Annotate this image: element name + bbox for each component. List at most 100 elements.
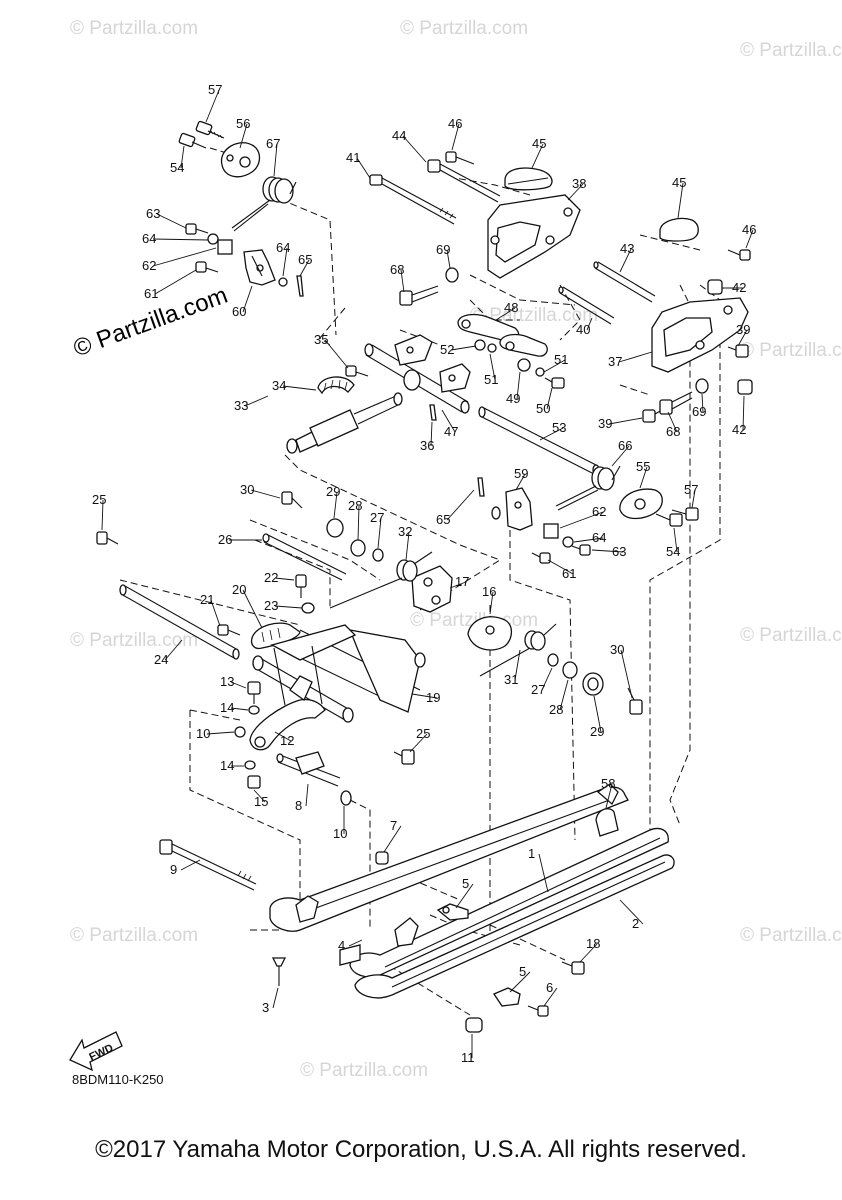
callout-leader-20 xyxy=(242,589,263,629)
callout-66: 66 xyxy=(618,438,632,453)
washer-64-d xyxy=(491,506,501,520)
callout-44: 44 xyxy=(392,128,406,143)
nut-42 xyxy=(707,279,723,295)
callout-leader-28 xyxy=(559,679,569,711)
callout-15: 15 xyxy=(254,794,268,809)
callout-9: 9 xyxy=(170,862,177,877)
callout-42: 42 xyxy=(732,280,746,295)
callout-leader-51 xyxy=(543,359,566,373)
callout-51: 51 xyxy=(554,352,568,367)
callout-31: 31 xyxy=(504,672,518,687)
callout-5: 5 xyxy=(519,964,526,979)
bushing-52 xyxy=(474,339,486,351)
callout-leader-33 xyxy=(244,395,269,407)
callout-2: 2 xyxy=(632,916,639,931)
callout-leader-15 xyxy=(253,789,266,803)
washer-14 xyxy=(248,705,260,715)
bolt-46-right xyxy=(727,249,751,261)
long-bolt-9 xyxy=(159,839,257,891)
spring-32 xyxy=(329,551,433,609)
bolt-21 xyxy=(217,624,241,636)
fwd-arrow-icon: FWD xyxy=(69,1031,123,1072)
callout-29: 29 xyxy=(590,724,604,739)
callout-29: 29 xyxy=(326,484,340,499)
callout-46: 46 xyxy=(742,222,756,237)
callout-28: 28 xyxy=(549,702,563,717)
callout-37: 37 xyxy=(608,354,622,369)
callout-64: 64 xyxy=(142,231,156,246)
callout-leader-61 xyxy=(154,269,197,295)
callout-43: 43 xyxy=(620,241,634,256)
callout-leader-16 xyxy=(489,591,494,615)
callout-leader-35 xyxy=(324,339,349,369)
callout-24: 24 xyxy=(154,652,168,667)
callout-59: 59 xyxy=(514,466,528,481)
callout-leader-25 xyxy=(101,499,104,531)
bolt-63 xyxy=(185,223,209,235)
callout-leader-37 xyxy=(618,351,653,363)
callout-leader-30 xyxy=(620,649,633,699)
rod-43 xyxy=(593,261,656,303)
callout-leader-53 xyxy=(539,427,564,441)
callout-8: 8 xyxy=(295,798,302,813)
nut-62 xyxy=(217,239,233,255)
callout-13: 13 xyxy=(220,674,234,689)
callout-25: 25 xyxy=(416,726,430,741)
callout-leader-12 xyxy=(274,731,292,742)
callout-leader-21 xyxy=(210,599,221,627)
bolt-61-b xyxy=(531,552,551,564)
watermark: © Partzilla.com xyxy=(740,40,842,61)
callout-63: 63 xyxy=(612,544,626,559)
bumper-34 xyxy=(317,376,355,395)
callout-leader-27 xyxy=(377,517,382,549)
collar-49 xyxy=(517,358,531,372)
callout-52: 52 xyxy=(440,342,454,357)
callout-45: 45 xyxy=(672,175,686,190)
callout-14: 14 xyxy=(220,700,234,715)
callout-25: 25 xyxy=(92,492,106,507)
bolt-39-b xyxy=(642,409,663,423)
axle-8 xyxy=(276,751,341,787)
callout-67: 67 xyxy=(266,136,280,151)
callout-leader-56 xyxy=(239,123,248,149)
callout-50: 50 xyxy=(536,401,550,416)
callout-leader-29 xyxy=(593,695,602,733)
callout-leader-64 xyxy=(282,247,288,277)
cap-29 xyxy=(582,672,604,696)
callout-leader-32 xyxy=(405,531,410,561)
bolt-30 xyxy=(281,491,303,509)
callout-11: 11 xyxy=(461,1050,475,1065)
nut-42-b xyxy=(737,379,753,395)
long-bolt-44 xyxy=(427,159,501,203)
callout-57: 57 xyxy=(208,82,222,97)
pin-65-b xyxy=(477,477,485,497)
callout-4: 4 xyxy=(338,938,345,953)
watermark: © Partzilla.com xyxy=(300,1060,429,1081)
callout-54: 54 xyxy=(666,544,680,559)
callout-10: 10 xyxy=(333,826,347,841)
callout-leader-46 xyxy=(451,123,460,151)
bolt-68 xyxy=(399,285,439,306)
bracket-17 xyxy=(411,565,453,613)
watermark: © Partzilla.com xyxy=(70,630,199,651)
nut-15 xyxy=(247,775,261,789)
callout-leader-64 xyxy=(573,537,604,543)
callout-65: 65 xyxy=(436,512,450,527)
callout-39: 39 xyxy=(736,322,750,337)
callout-leader-36 xyxy=(430,421,433,447)
nut-62-b xyxy=(543,523,559,539)
callout-leader-27 xyxy=(541,667,553,691)
callout-68: 68 xyxy=(390,262,404,277)
bracket-55 xyxy=(619,488,663,520)
callout-leader-48 xyxy=(495,307,516,321)
callout-leader-5 xyxy=(455,883,474,909)
callout-leader-63 xyxy=(591,549,624,553)
callout-leader-28 xyxy=(357,505,360,541)
callout-leader-54 xyxy=(180,145,185,169)
callout-48: 48 xyxy=(504,300,518,315)
nut-7 xyxy=(375,851,389,865)
callout-leader-31 xyxy=(514,649,521,681)
cap-45 xyxy=(504,167,553,191)
callout-65: 65 xyxy=(298,252,312,267)
spring-66 xyxy=(555,465,621,511)
